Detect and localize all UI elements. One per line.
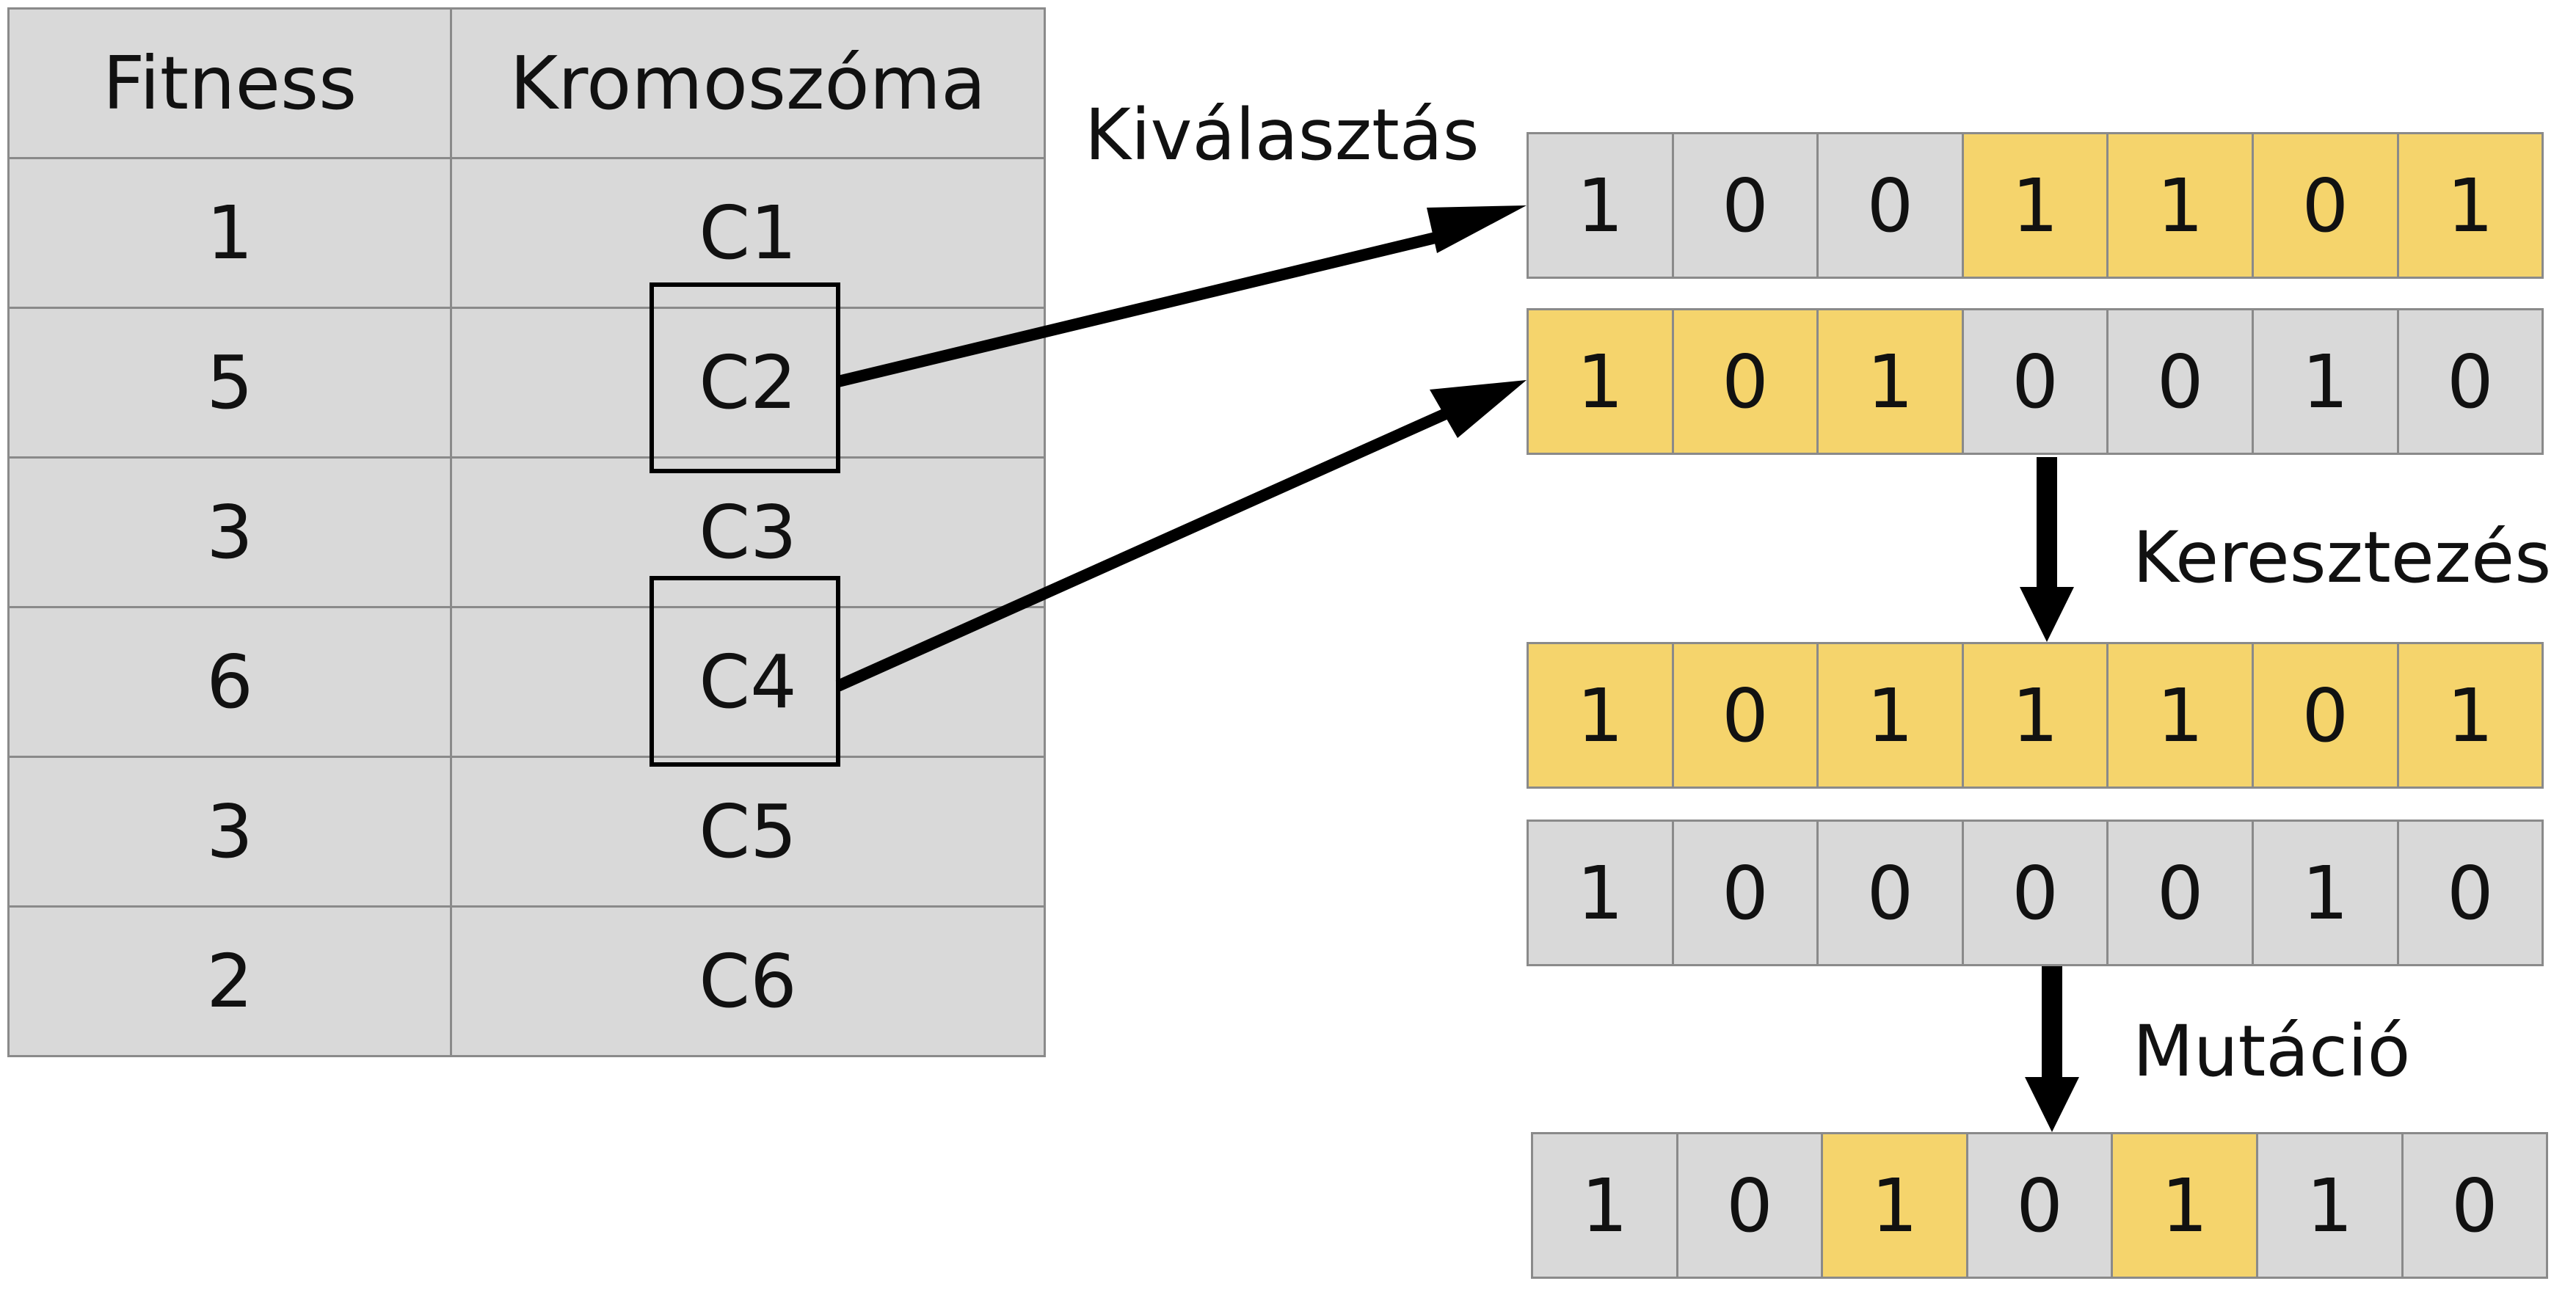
chromosome-id: C2 xyxy=(450,307,1046,459)
gene-cell: 1 xyxy=(2106,642,2254,789)
gene-cell: 0 xyxy=(1671,308,1819,455)
gene-cell: 1 xyxy=(2251,820,2399,966)
gene-cell: 0 xyxy=(2251,642,2399,789)
chromosome-id: C4 xyxy=(450,606,1046,758)
header-chromosome: Kromoszóma xyxy=(450,7,1046,159)
gene-cell: 0 xyxy=(1671,642,1819,789)
crossover-label: Keresztezés xyxy=(2133,517,2552,599)
fitness-value: 1 xyxy=(7,157,452,309)
gene-cell: 0 xyxy=(2106,820,2254,966)
fitness-value: 5 xyxy=(7,307,452,459)
gene-cell: 1 xyxy=(1527,642,1674,789)
mutation-down-arrow xyxy=(2025,966,2079,1132)
gene-cell: 1 xyxy=(1527,308,1674,455)
gene-cell: 0 xyxy=(1965,1132,2114,1279)
gene-cell: 0 xyxy=(2106,308,2254,455)
mutation-label: Mutáció xyxy=(2133,1010,2411,1092)
chromosome-id: C3 xyxy=(450,456,1046,608)
table-row: 1 C1 xyxy=(7,157,1046,309)
gene-cell: 0 xyxy=(1961,820,2109,966)
gene-cell: 1 xyxy=(1961,642,2109,789)
fitness-value: 6 xyxy=(7,606,452,758)
table-row: 6 C4 xyxy=(7,606,1046,758)
table-header-row: Fitness Kromoszóma xyxy=(7,7,1046,159)
table-row: 3 C3 xyxy=(7,456,1046,608)
gene-cell: 0 xyxy=(1676,1132,1824,1279)
chromosome-id: C5 xyxy=(450,756,1046,908)
fitness-value: 3 xyxy=(7,756,452,908)
header-fitness: Fitness xyxy=(7,7,452,159)
gene-cell: 0 xyxy=(1816,820,1964,966)
gene-cell: 1 xyxy=(1531,1132,1678,1279)
gene-cell: 1 xyxy=(1821,1132,1968,1279)
gene-cell: 1 xyxy=(2396,132,2544,279)
crossover-down-arrow xyxy=(2020,457,2074,642)
table-row: 3 C5 xyxy=(7,756,1046,908)
chromosome-id: C1 xyxy=(450,157,1046,309)
fitness-value: 3 xyxy=(7,456,452,608)
gene-cell: 1 xyxy=(2255,1132,2404,1279)
chromosome-id: C6 xyxy=(450,905,1046,1057)
gene-cell: 0 xyxy=(2401,1132,2549,1279)
gene-cell: 1 xyxy=(1816,308,1964,455)
gene-cell: 1 xyxy=(2111,1132,2258,1279)
gene-cell: 0 xyxy=(1816,132,1964,279)
fitness-table: Fitness Kromoszóma 1 C1 5 C2 3 C3 6 C4 3… xyxy=(7,7,1046,1057)
gene-cell: 1 xyxy=(2106,132,2254,279)
gene-cell: 0 xyxy=(1671,132,1819,279)
gene-cell: 0 xyxy=(1671,820,1819,966)
table-row: 5 C2 xyxy=(7,307,1046,459)
gene-cell: 1 xyxy=(1527,132,1674,279)
gene-cell: 0 xyxy=(2396,820,2544,966)
fitness-value: 2 xyxy=(7,905,452,1057)
gene-cell: 0 xyxy=(2251,132,2399,279)
gene-cell: 1 xyxy=(1527,820,1674,966)
table-row: 2 C6 xyxy=(7,905,1046,1057)
gene-cell: 1 xyxy=(2396,642,2544,789)
gene-cell: 1 xyxy=(1816,642,1964,789)
selection-label: Kiválasztás xyxy=(1085,94,1480,176)
gene-cell: 1 xyxy=(1961,132,2109,279)
gene-cell: 0 xyxy=(2396,308,2544,455)
gene-cell: 1 xyxy=(2251,308,2399,455)
gene-cell: 0 xyxy=(1961,308,2109,455)
